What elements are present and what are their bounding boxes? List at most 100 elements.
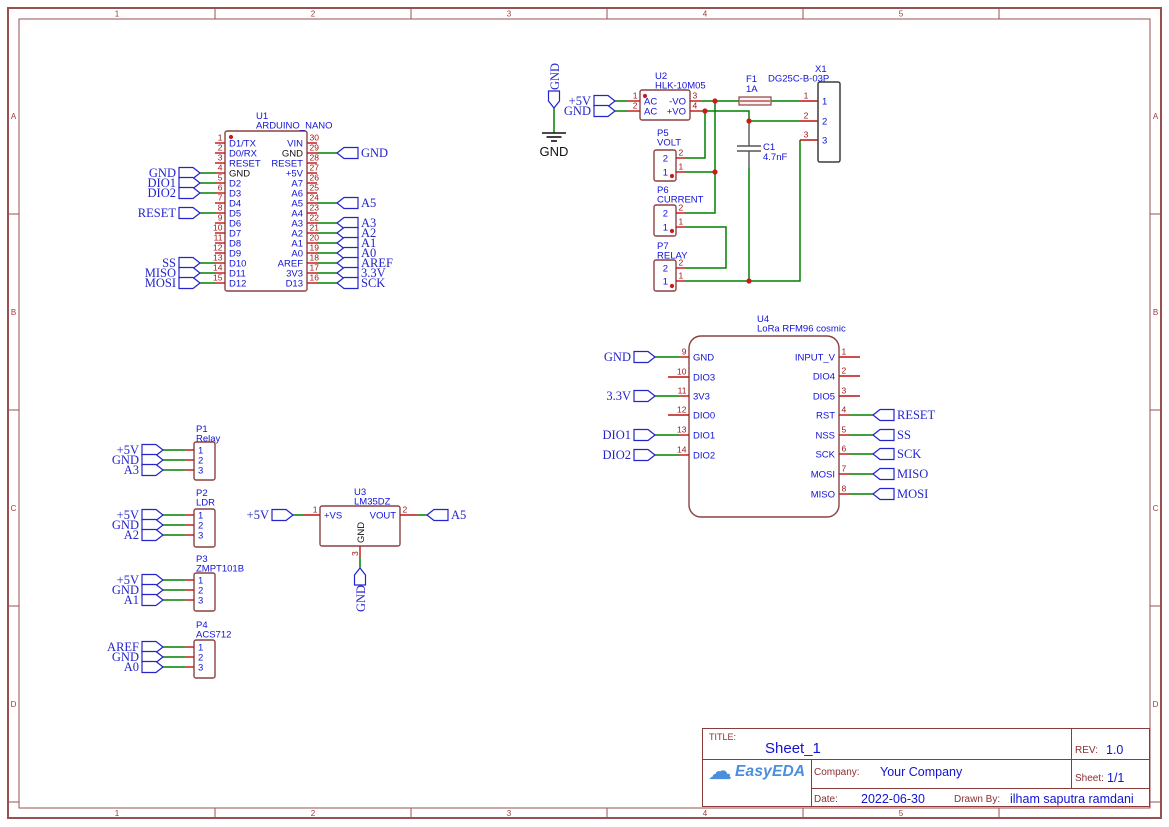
net-flag-label-+5V[interactable]: +5V xyxy=(247,508,269,522)
net-flag-GND[interactable] xyxy=(178,166,201,180)
net-flag-label-A3[interactable]: A3 xyxy=(361,216,376,230)
net-flag-label-GND[interactable]: GND xyxy=(564,104,591,118)
net-flag-label-GND[interactable]: GND xyxy=(112,518,139,532)
net-flag-label-+5V[interactable]: +5V xyxy=(117,508,139,522)
net-flag-label-DIO2[interactable]: DIO2 xyxy=(603,448,631,462)
pin-X1-1[interactable]: 11 xyxy=(800,91,827,108)
net-flag-+5V[interactable] xyxy=(141,443,164,457)
net-flag-SS[interactable] xyxy=(872,428,895,442)
net-flag-A5[interactable] xyxy=(336,196,359,210)
net-flag-+5V[interactable] xyxy=(141,573,164,587)
net-flag-A1[interactable] xyxy=(141,593,164,607)
net-flag-label-SCK[interactable]: SCK xyxy=(897,447,921,461)
P6-value[interactable]: CURRENT xyxy=(657,195,704,206)
pin-U1-1[interactable]: 1D1/TX xyxy=(215,133,257,150)
net-flag-label-A0[interactable]: A0 xyxy=(124,660,139,674)
company-value[interactable]: Your Company xyxy=(880,765,963,779)
P2-value[interactable]: LDR xyxy=(196,498,215,509)
net-flag-label-DIO2[interactable]: DIO2 xyxy=(148,186,176,200)
net-flag-label-SCK[interactable]: SCK xyxy=(361,276,385,290)
net-flag-label-MISO[interactable]: MISO xyxy=(145,266,176,280)
net-flag-label-RESET[interactable]: RESET xyxy=(897,408,936,422)
net-flag-SS[interactable] xyxy=(178,256,201,270)
net-flag-A2[interactable] xyxy=(336,226,359,240)
net-flag-label-GND[interactable]: GND xyxy=(149,166,176,180)
net-flag-label-MISO[interactable]: MISO xyxy=(897,467,928,481)
net-flag-SCK[interactable] xyxy=(872,447,895,461)
net-flag-label-A3[interactable]: A3 xyxy=(124,463,139,477)
wire-segment[interactable] xyxy=(685,226,727,269)
wire-segment[interactable] xyxy=(685,140,801,282)
P3-ref[interactable]: P3 xyxy=(196,554,208,565)
net-flag-AREF[interactable] xyxy=(141,640,164,654)
pin-U1-2[interactable]: 2D0/RX xyxy=(215,143,258,160)
net-flag-RESET[interactable] xyxy=(872,408,895,422)
U4-value[interactable]: LoRa RFM96 cosmic xyxy=(757,324,846,335)
wire-segment[interactable] xyxy=(685,101,716,214)
net-flag-A3[interactable] xyxy=(336,216,359,230)
net-flag-MOSI[interactable] xyxy=(178,276,201,290)
net-flag-label-GND[interactable]: GND xyxy=(604,350,631,364)
pin-P7-2[interactable]: 22 xyxy=(663,258,685,275)
pin-X1-2[interactable]: 22 xyxy=(800,111,827,128)
net-flag-AREF[interactable] xyxy=(336,256,359,270)
net-flag-label-+5V[interactable]: +5V xyxy=(569,94,591,108)
net-port-GND[interactable] xyxy=(547,90,561,109)
net-flag-label-A1[interactable]: A1 xyxy=(124,593,139,607)
net-flag-label-DIO1[interactable]: DIO1 xyxy=(148,176,176,190)
net-flag-label-RESET[interactable]: RESET xyxy=(138,206,177,220)
pin-U1-9[interactable]: 9D6 xyxy=(215,213,241,230)
net-flag-+5V[interactable] xyxy=(593,94,616,108)
power-port-GND[interactable] xyxy=(353,567,367,586)
X1-ref[interactable]: X1 xyxy=(815,64,827,75)
net-flag-A2[interactable] xyxy=(141,528,164,542)
net-flag-GND[interactable] xyxy=(593,104,616,118)
net-flag-A0[interactable] xyxy=(336,246,359,260)
net-flag-label-SS[interactable]: SS xyxy=(897,428,911,442)
net-flag-+5V[interactable] xyxy=(141,508,164,522)
pin-P5-2[interactable]: 22 xyxy=(663,148,685,165)
power-port-GND[interactable] xyxy=(547,90,561,109)
P2-ref[interactable]: P2 xyxy=(196,488,208,499)
wire-segment[interactable] xyxy=(685,111,706,159)
net-flag-3.3V[interactable] xyxy=(336,266,359,280)
net-flag-label-A5[interactable]: A5 xyxy=(361,196,376,210)
net-flag-label-GND[interactable]: GND xyxy=(112,453,139,467)
net-flag-DIO1[interactable] xyxy=(633,428,656,442)
U1-value[interactable]: ARDUINO_NANO xyxy=(256,121,333,132)
net-flag-GND[interactable] xyxy=(141,583,164,597)
net-flag-GND[interactable] xyxy=(141,518,164,532)
net-flag-DIO1[interactable] xyxy=(178,176,201,190)
net-flag-label-DIO1[interactable]: DIO1 xyxy=(603,428,631,442)
